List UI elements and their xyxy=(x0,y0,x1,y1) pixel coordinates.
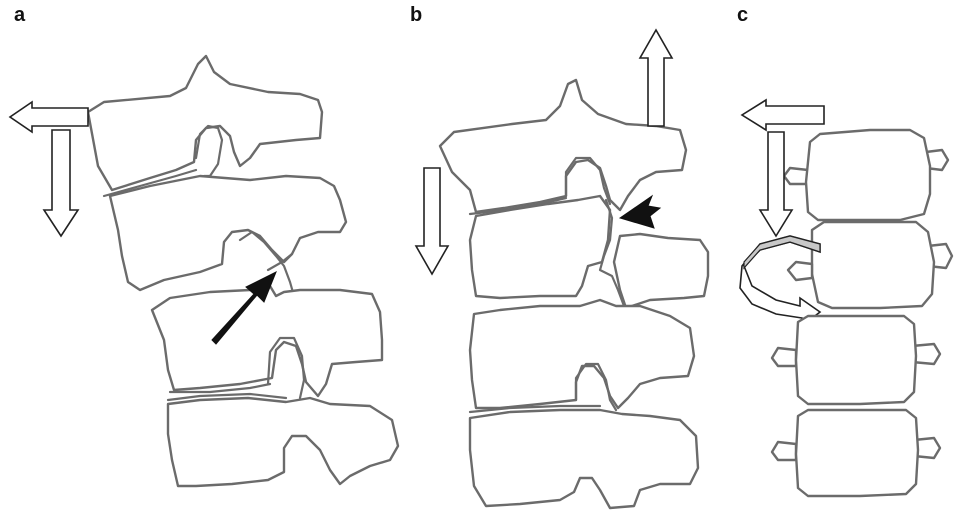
process-c-2-left xyxy=(788,262,812,280)
vertebra-b-3 xyxy=(470,300,694,408)
curved-rotation-arrow-icon xyxy=(740,236,820,326)
vertebra-b-4 xyxy=(470,410,698,508)
panel-a xyxy=(10,56,398,486)
vertebra-a-4 xyxy=(168,398,398,486)
vertebra-c-1 xyxy=(806,130,930,220)
process-c-4-left xyxy=(772,442,796,460)
vertebra-a-2 xyxy=(110,176,346,290)
process-c-1-left xyxy=(784,168,808,184)
vertebra-c-2 xyxy=(812,222,934,308)
hollow-arrow-up-icon-b xyxy=(640,30,672,126)
panel-b xyxy=(416,30,708,508)
hollow-arrow-down-icon-b xyxy=(416,168,448,274)
hollow-arrow-left-icon-c xyxy=(742,100,824,130)
facet-a-1 xyxy=(196,126,222,176)
fragment-b-2 xyxy=(614,234,708,308)
hollow-arrow-down-icon-a xyxy=(44,130,78,236)
vertebra-c-4 xyxy=(796,410,918,496)
hollow-arrow-down-icon-c xyxy=(760,132,792,236)
vertebra-a-1 xyxy=(88,56,322,190)
vertebra-a-3 xyxy=(152,286,382,396)
hollow-arrow-left-icon-a xyxy=(10,102,88,132)
process-c-3-left xyxy=(772,348,796,366)
panel-c xyxy=(740,100,952,496)
vertebra-c-3 xyxy=(796,316,916,404)
